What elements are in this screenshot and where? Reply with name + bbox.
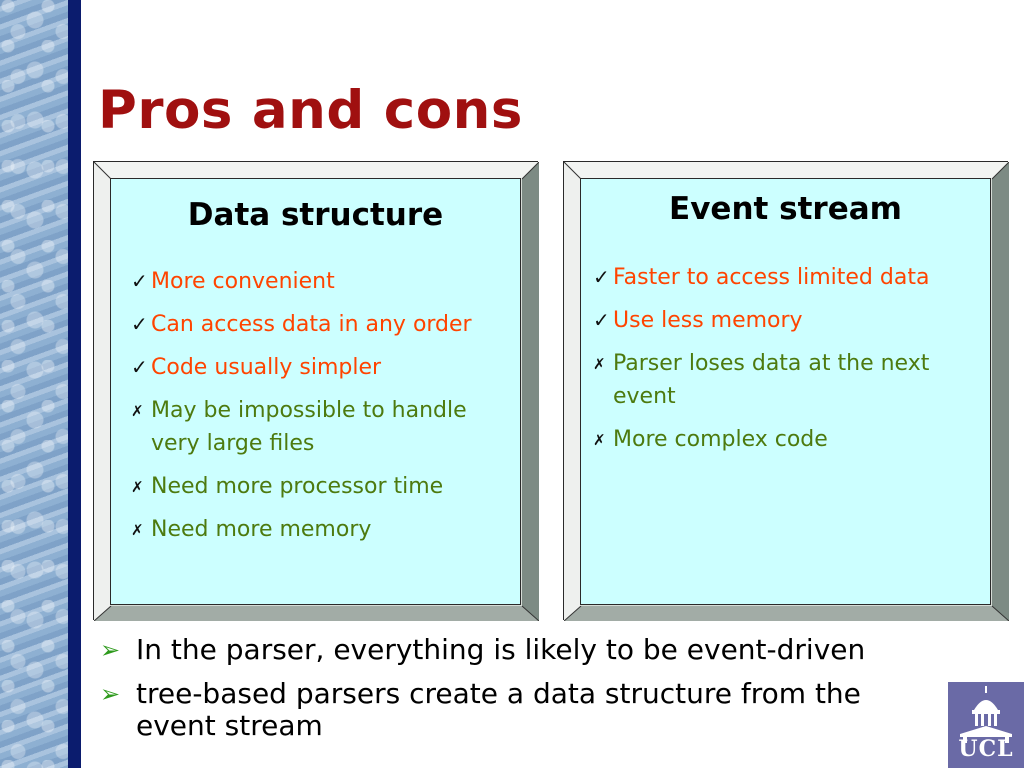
- check-icon: ✓: [593, 308, 610, 332]
- list-item-text: More complex code: [613, 427, 828, 452]
- list-item-text: Faster to access limited data: [613, 265, 930, 290]
- data-structure-panel: Data structure ✓More convenient ✓Can acc…: [93, 161, 539, 621]
- check-icon: ✓: [593, 265, 610, 289]
- list-item: ✗ May be impossible to handle very large …: [111, 394, 520, 460]
- list-item: ✓Can access data in any order: [111, 308, 520, 341]
- check-icon: ✓: [131, 269, 148, 293]
- cross-icon: ✗: [131, 478, 144, 496]
- summary-bullet-text: tree-based parsers create a data structu…: [136, 677, 861, 742]
- cross-icon: ✗: [131, 521, 144, 539]
- slide-title: Pros and cons: [98, 80, 523, 141]
- panel-heading: Event stream: [669, 191, 902, 227]
- event-stream-panel: Event stream ✓Faster to access limited d…: [563, 161, 1009, 621]
- logo-text: UCL: [958, 736, 1014, 762]
- panel-content: Data structure ✓More convenient ✓Can acc…: [110, 178, 521, 605]
- decorative-water-strip: [0, 0, 68, 768]
- panel-content: Event stream ✓Faster to access limited d…: [580, 178, 991, 605]
- list-item-text: Code usually simpler: [151, 355, 382, 380]
- list-item: ✗ More complex code: [581, 423, 990, 456]
- list-item-text: May be impossible to handle very large f…: [151, 398, 467, 456]
- summary-bullets: ➢ In the parser, everything is likely to…: [98, 634, 928, 754]
- summary-bullet-text: In the parser, everything is likely to b…: [136, 633, 866, 666]
- check-icon: ✓: [131, 312, 148, 336]
- ucl-logo: UCL: [948, 682, 1024, 768]
- summary-bullet: ➢ tree-based parsers create a data struc…: [98, 678, 928, 742]
- check-icon: ✓: [131, 355, 148, 379]
- list-item-text: Need more memory: [151, 517, 372, 542]
- list-item: ✗ Need more processor time: [111, 470, 520, 503]
- list-item: ✗ Parser loses data at the next event: [581, 347, 990, 413]
- list-item: ✓Code usually simpler: [111, 351, 520, 384]
- list-item: ✓More convenient: [111, 265, 520, 298]
- list-item: ✓Faster to access limited data: [581, 261, 990, 294]
- data-structure-list: ✓More convenient ✓Can access data in any…: [111, 265, 520, 546]
- event-stream-list: ✓Faster to access limited data ✓Use less…: [581, 261, 990, 456]
- list-item-text: Parser loses data at the next event: [613, 351, 930, 409]
- list-item-text: Use less memory: [613, 308, 803, 333]
- summary-bullet: ➢ In the parser, everything is likely to…: [98, 634, 928, 666]
- ucl-dome-icon: [960, 686, 1012, 743]
- cross-icon: ✗: [131, 402, 144, 420]
- cross-icon: ✗: [593, 431, 606, 449]
- arrow-bullet-icon: ➢: [100, 680, 121, 708]
- list-item-text: Can access data in any order: [151, 312, 472, 337]
- list-item: ✗ Need more memory: [111, 513, 520, 546]
- decorative-side-bar: [68, 0, 81, 768]
- cross-icon: ✗: [593, 355, 606, 373]
- arrow-bullet-icon: ➢: [100, 636, 121, 664]
- list-item: ✓Use less memory: [581, 304, 990, 337]
- list-item-text: More convenient: [151, 269, 335, 294]
- list-item-text: Need more processor time: [151, 474, 444, 499]
- panel-heading: Data structure: [187, 197, 444, 233]
